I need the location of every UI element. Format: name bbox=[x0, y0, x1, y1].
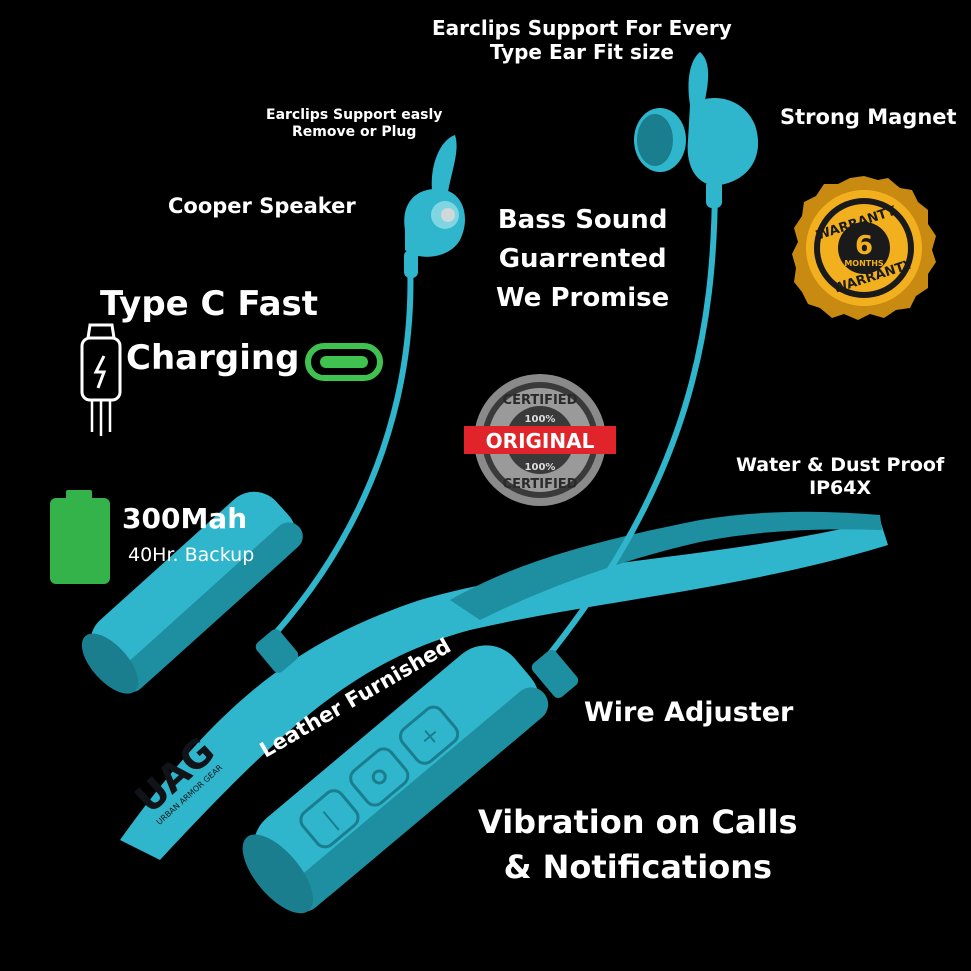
right-earbud bbox=[634, 52, 759, 208]
stamp-bottom-text: CERTIFIED bbox=[503, 477, 578, 492]
neckband-strap-inner bbox=[450, 511, 882, 620]
stamp-top-percent: 100% bbox=[525, 414, 556, 425]
wire-adjuster-label: Wire Adjuster bbox=[584, 697, 794, 728]
earclips-fit-label: Earclips Support For Every Type Ear Fit … bbox=[432, 16, 732, 64]
cooper-speaker-label: Cooper Speaker bbox=[168, 194, 356, 218]
earclips-remove-line1: Earclips Support easly bbox=[266, 107, 443, 123]
left-collar bbox=[255, 629, 299, 673]
earclips-remove-line2: Remove or Plug bbox=[292, 123, 417, 140]
left-cable bbox=[262, 259, 414, 648]
water-dust-label: Water & Dust Proof IP64X bbox=[736, 454, 944, 500]
stamp-top-text: CERTIFIED bbox=[503, 393, 578, 408]
bass-line3: We Promise bbox=[496, 283, 670, 313]
usb-c-port-icon bbox=[305, 343, 383, 381]
right-controller: + | bbox=[242, 645, 549, 914]
battery-backup: 40Hr. Backup bbox=[128, 544, 255, 566]
right-cable bbox=[542, 179, 718, 662]
stamp-bottom-percent: 100% bbox=[525, 462, 556, 473]
battery-capacity: 300Mah bbox=[122, 502, 248, 535]
stamp-center-text: ORIGINAL bbox=[486, 429, 595, 453]
warranty-unit: MONTHS bbox=[844, 259, 884, 268]
battery-icon bbox=[50, 490, 110, 584]
left-controller bbox=[81, 491, 303, 694]
warranty-badge: WARRANTY WARRANTY 6 MONTHS bbox=[792, 176, 936, 320]
vibration-line1: Vibration on Calls bbox=[478, 803, 798, 841]
typec-line1: Type C Fast bbox=[100, 284, 319, 324]
right-collar bbox=[531, 649, 579, 699]
volume-up-button bbox=[398, 705, 460, 765]
earclips-fit-line1: Earclips Support For Every bbox=[432, 16, 732, 40]
original-certified-stamp: CERTIFIED 100% ORIGINAL 100% CERTIFIED bbox=[464, 374, 616, 506]
water-line2: IP64X bbox=[809, 476, 872, 499]
usb-cable-icon bbox=[80, 323, 122, 436]
volume-down-button bbox=[299, 789, 360, 849]
play-button bbox=[349, 747, 410, 807]
vibration-line2: & Notifications bbox=[503, 847, 773, 886]
vibration-label: Vibration on Calls & Notifications bbox=[478, 800, 798, 890]
earclips-fit-line2: Type Ear Fit size bbox=[489, 40, 674, 64]
water-line1: Water & Dust Proof bbox=[736, 454, 945, 476]
bass-sound-label: Bass Sound Guarrented We Promise bbox=[496, 201, 669, 318]
strong-magnet-label: Strong Magnet bbox=[780, 105, 957, 129]
bass-line2: Guarrented bbox=[498, 244, 667, 274]
typec-line2: Charging bbox=[126, 338, 300, 378]
left-earbud bbox=[404, 135, 465, 278]
warranty-number: 6 bbox=[855, 231, 873, 261]
earclips-remove-label: Earclips Support easly Remove or Plug bbox=[266, 107, 442, 141]
bass-line1: Bass Sound bbox=[497, 205, 668, 235]
